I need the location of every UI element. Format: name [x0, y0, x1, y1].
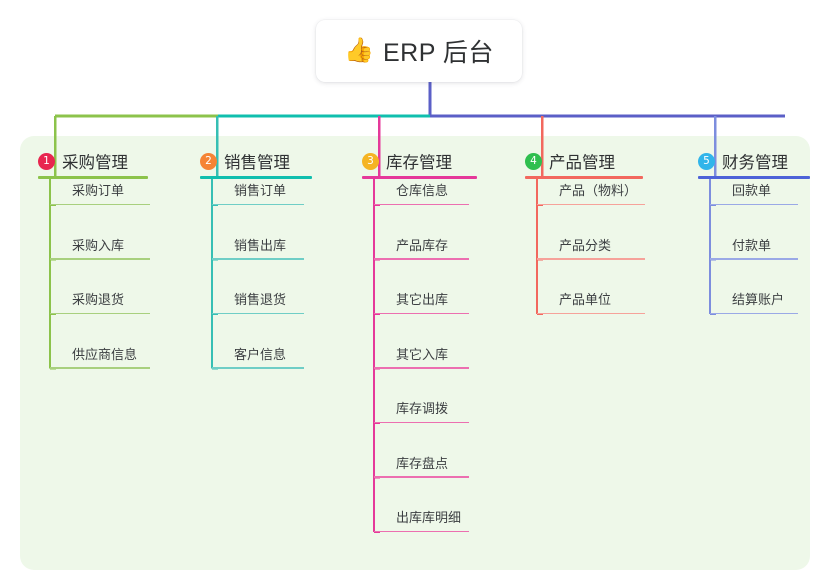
branch-item-rule	[374, 203, 469, 205]
root-title-inner: 👍 ERP 后台	[344, 33, 494, 69]
branch-item-rule	[374, 476, 469, 478]
branch-number-badge: 5	[698, 152, 715, 170]
branch-number-badge: 2	[200, 152, 217, 170]
branch-item[interactable]: 库存调拨	[374, 393, 469, 423]
branch-item-rule	[710, 258, 798, 260]
branch-item[interactable]: 产品（物料）	[537, 175, 645, 205]
branch-item-label: 库存盘点	[396, 455, 449, 471]
branch-item-rule	[374, 367, 469, 369]
branch-item-rule	[50, 258, 150, 260]
branch-header-3[interactable]: 3 库存管理	[362, 149, 452, 173]
branch-item-rule	[710, 312, 798, 314]
branch-header-rule	[362, 176, 477, 179]
branch-item-label: 产品单位	[559, 292, 612, 307]
branch-item[interactable]: 采购入库	[50, 230, 150, 260]
branch-header-2[interactable]: 2 销售管理	[200, 149, 290, 173]
thumbs-up-icon: 👍	[344, 37, 374, 64]
branch-header-5[interactable]: 5 财务管理	[698, 149, 788, 173]
branch-item[interactable]: 客户信息	[212, 339, 304, 369]
branch-item-rule	[374, 258, 469, 260]
branch-item-rule	[537, 203, 645, 205]
branch-item[interactable]: 仓库信息	[374, 175, 469, 205]
branch-header-rule	[38, 176, 148, 179]
branch-item-label: 采购入库	[72, 237, 125, 253]
branch-item-label: 供应商信息	[72, 346, 138, 362]
branch-header-rule	[698, 176, 810, 179]
branch-item-rule	[374, 312, 469, 314]
branch-item-label: 结算账户	[732, 292, 785, 307]
branch-item-rule	[374, 421, 469, 423]
branch-item[interactable]: 销售退货	[212, 284, 304, 314]
branch-item-label: 销售退货	[234, 292, 287, 307]
branch-number-badge: 4	[525, 152, 542, 170]
branch-item-label: 销售出库	[234, 237, 287, 253]
branch-item[interactable]: 回款单	[710, 175, 798, 205]
branch-item-rule	[50, 312, 150, 314]
branch-item-label: 采购退货	[72, 292, 125, 307]
branch-header-1[interactable]: 1 采购管理	[38, 149, 128, 173]
branch-header-label: 销售管理	[224, 154, 290, 172]
branch-number-badge: 1	[38, 152, 55, 170]
branch-item[interactable]: 供应商信息	[50, 339, 150, 369]
branch-item-label: 采购订单	[72, 183, 125, 198]
branch-item-label: 产品分类	[559, 237, 612, 253]
branch-item-label: 付款单	[732, 237, 772, 253]
branch-item-label: 销售订单	[234, 183, 287, 198]
branch-header-4[interactable]: 4 产品管理	[525, 149, 615, 173]
branch-item-rule	[212, 312, 304, 314]
branch-item-label: 其它入库	[396, 346, 449, 362]
branch-item-label: 客户信息	[234, 346, 287, 362]
branch-item[interactable]: 结算账户	[710, 284, 798, 314]
branch-item[interactable]: 采购退货	[50, 284, 150, 314]
branch-item-rule	[212, 367, 304, 369]
branch-item-rule	[50, 367, 150, 369]
root-title-text: ERP 后台	[382, 39, 494, 67]
branch-item[interactable]: 产品库存	[374, 230, 469, 260]
branch-header-label: 产品管理	[549, 154, 615, 172]
branch-header-label: 采购管理	[62, 154, 128, 172]
branch-header-rule	[525, 176, 643, 179]
branch-item-rule	[212, 203, 304, 205]
branch-item-label: 回款单	[732, 183, 772, 198]
branch-item-label: 仓库信息	[396, 183, 449, 198]
branch-item[interactable]: 其它入库	[374, 339, 469, 369]
branch-item[interactable]: 库存盘点	[374, 448, 469, 478]
branch-item[interactable]: 其它出库	[374, 284, 469, 314]
branch-number-badge: 3	[362, 152, 379, 170]
branch-header-rule	[200, 176, 312, 179]
branch-item-label: 出库库明细	[396, 510, 462, 525]
branch-item-rule	[374, 530, 469, 532]
branch-item[interactable]: 销售出库	[212, 230, 304, 260]
branch-item-rule	[50, 203, 150, 205]
branch-item-label: 其它出库	[396, 292, 449, 307]
branch-header-label: 财务管理	[722, 154, 788, 172]
branch-item-label: 产品（物料）	[559, 183, 638, 198]
root-title-card[interactable]: 👍 ERP 后台	[316, 20, 522, 82]
branch-item[interactable]: 付款单	[710, 230, 798, 260]
branch-item-label: 产品库存	[396, 237, 449, 253]
branch-item-rule	[212, 258, 304, 260]
branch-item-rule	[537, 258, 645, 260]
branch-item[interactable]: 采购订单	[50, 175, 150, 205]
branch-item-rule	[537, 312, 645, 314]
content-panel	[20, 136, 810, 570]
branch-item[interactable]: 销售订单	[212, 175, 304, 205]
branch-item[interactable]: 出库库明细	[374, 502, 469, 532]
branch-item-label: 库存调拨	[396, 401, 449, 416]
branch-item-rule	[710, 203, 798, 205]
branch-item[interactable]: 产品分类	[537, 230, 645, 260]
branch-header-label: 库存管理	[386, 154, 452, 172]
branch-item[interactable]: 产品单位	[537, 284, 645, 314]
